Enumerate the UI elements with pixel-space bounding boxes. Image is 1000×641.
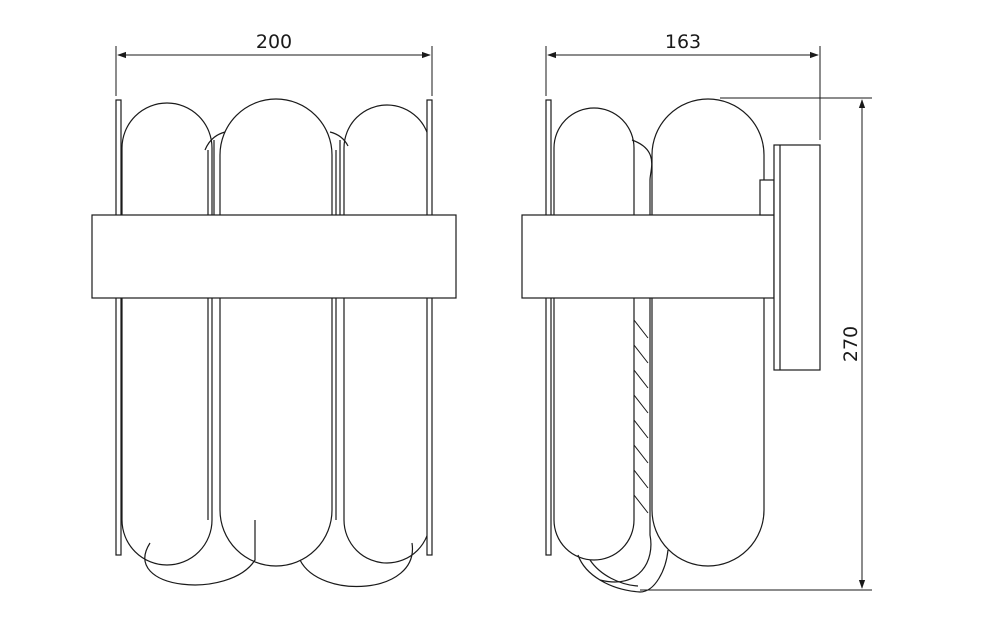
front-back-pill-right bbox=[299, 542, 413, 587]
front-rod-left bbox=[115, 99, 122, 556]
dim-depth-label: 163 bbox=[665, 31, 701, 53]
front-rod-right bbox=[426, 99, 433, 556]
front-back-pill-left bbox=[144, 520, 256, 586]
dim-height-label: 270 bbox=[840, 326, 862, 362]
dim-width-label: 200 bbox=[256, 31, 292, 53]
dimension-labels: 200 163 270 bbox=[256, 31, 862, 362]
side-hatching bbox=[633, 319, 649, 514]
front-pill-center bbox=[219, 98, 333, 567]
front-back-pill-right-top bbox=[329, 131, 349, 147]
front-back-pill-left-top bbox=[204, 131, 226, 151]
mount-arm bbox=[759, 179, 775, 216]
side-pill-front bbox=[553, 107, 635, 561]
side-view bbox=[521, 98, 821, 593]
front-view bbox=[91, 98, 457, 587]
front-band bbox=[91, 214, 457, 299]
wall-plate bbox=[773, 144, 821, 371]
dimension-lines bbox=[115, 46, 872, 591]
side-bottom-cap-inner bbox=[589, 559, 639, 587]
side-pill-rear bbox=[651, 98, 765, 567]
front-pill-right bbox=[343, 104, 431, 564]
side-rod bbox=[545, 99, 552, 556]
front-pill-left bbox=[121, 102, 213, 566]
side-bottom-cap bbox=[577, 549, 669, 593]
side-band bbox=[521, 214, 775, 299]
side-back-pill bbox=[599, 139, 653, 583]
